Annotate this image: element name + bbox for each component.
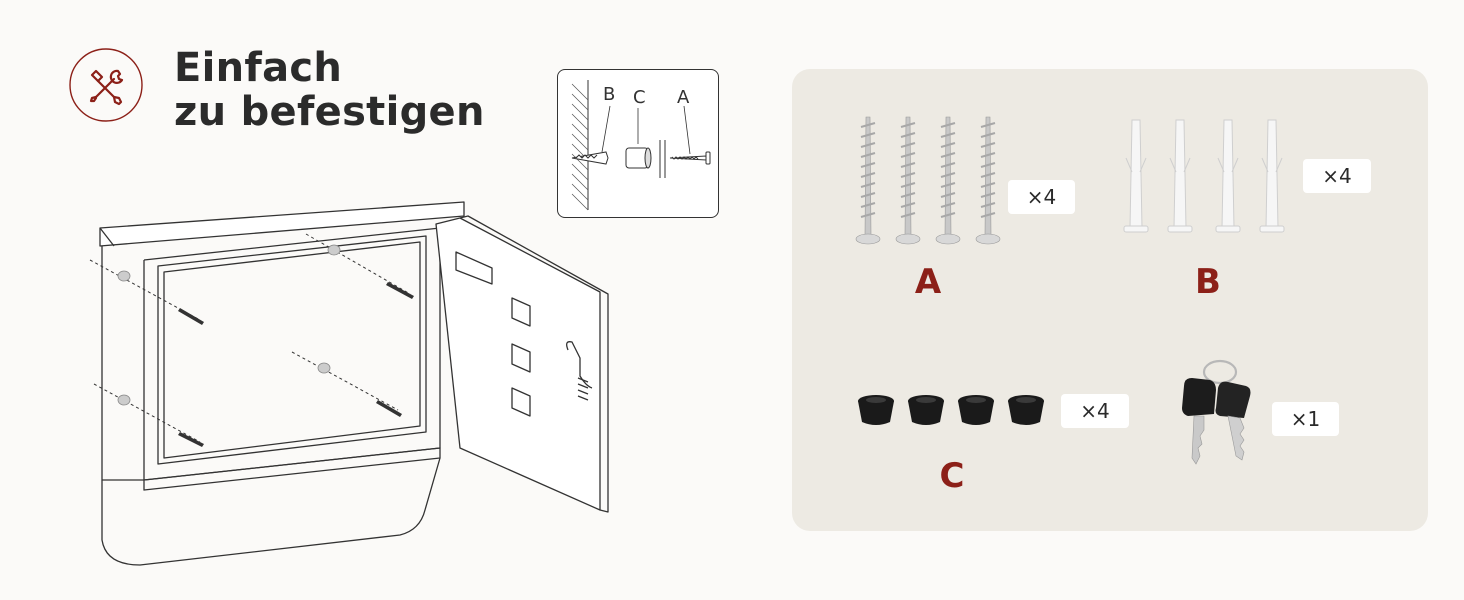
heading-line-2: zu befestigen bbox=[174, 89, 485, 135]
rubber-spacers-quantity: ×4 bbox=[1061, 394, 1129, 428]
rubber-spacers-illustration bbox=[856, 394, 1050, 430]
mounting-detail-inset: B C A bbox=[557, 69, 719, 218]
page-heading: Einfach zu befestigen bbox=[174, 46, 485, 134]
screws-illustration bbox=[850, 113, 1010, 253]
inset-label-a: A bbox=[677, 87, 690, 108]
rubber-spacers-letter: C bbox=[939, 456, 965, 496]
inset-label-b: B bbox=[603, 84, 616, 105]
heading-line-1: Einfach bbox=[174, 45, 343, 91]
keys-quantity: ×1 bbox=[1272, 402, 1339, 436]
wall-plugs-letter: B bbox=[1195, 262, 1221, 302]
keys-icon bbox=[1180, 356, 1270, 468]
wrench-screwdriver-icon bbox=[68, 47, 144, 123]
parts-panel bbox=[792, 69, 1428, 531]
wall-plugs-illustration bbox=[1110, 118, 1300, 238]
mailbox-illustration bbox=[80, 180, 620, 575]
inset-label-c: C bbox=[633, 87, 646, 108]
screws-quantity: ×4 bbox=[1008, 180, 1075, 214]
screws-letter: A bbox=[914, 262, 942, 302]
wall-plugs-quantity: ×4 bbox=[1303, 159, 1371, 193]
